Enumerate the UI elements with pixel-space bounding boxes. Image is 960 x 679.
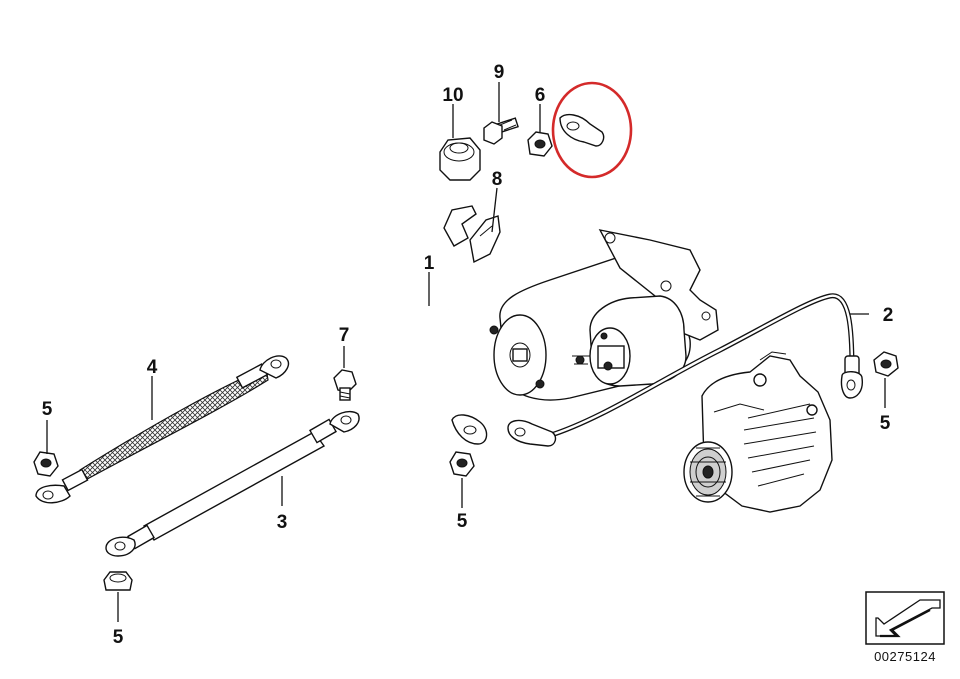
- label-part-5-left: 5: [42, 399, 53, 420]
- label-part-5-center: 5: [457, 511, 468, 532]
- orientation-box: [865, 591, 945, 645]
- label-part-3: 3: [277, 512, 288, 533]
- bolt-9: [483, 117, 519, 145]
- label-part-7: 7: [339, 325, 350, 346]
- label-part-4: 4: [147, 357, 158, 378]
- label-part-10: 10: [442, 85, 463, 106]
- label-part-9: 9: [494, 62, 505, 83]
- nut-10: [439, 137, 481, 181]
- nut-5-right: [873, 351, 899, 377]
- alternator: [683, 351, 833, 513]
- clip-8: [443, 205, 501, 264]
- nut-5-left: [33, 451, 59, 477]
- label-part-6: 6: [535, 85, 546, 106]
- nut-5-center: [449, 451, 475, 477]
- nut-6: [527, 131, 553, 157]
- cable-1[interactable]: [398, 113, 609, 445]
- label-part-8: 8: [492, 169, 503, 190]
- nut-5-bottom: [103, 571, 133, 591]
- label-part-5-bottom: 5: [113, 627, 124, 648]
- leader-lines: [46, 82, 886, 622]
- starter-motor: [489, 229, 719, 401]
- bolt-7: [333, 369, 357, 401]
- label-part-5-right: 5: [880, 413, 891, 434]
- ground-strap-4[interactable]: [35, 355, 290, 504]
- cable-2[interactable]: [507, 293, 864, 447]
- label-part-2: 2: [883, 305, 894, 326]
- label-part-1: 1: [424, 253, 435, 274]
- highlight-circle: [551, 81, 633, 179]
- reference-code: 00275124: [874, 649, 936, 664]
- ground-cable-3[interactable]: [105, 410, 360, 557]
